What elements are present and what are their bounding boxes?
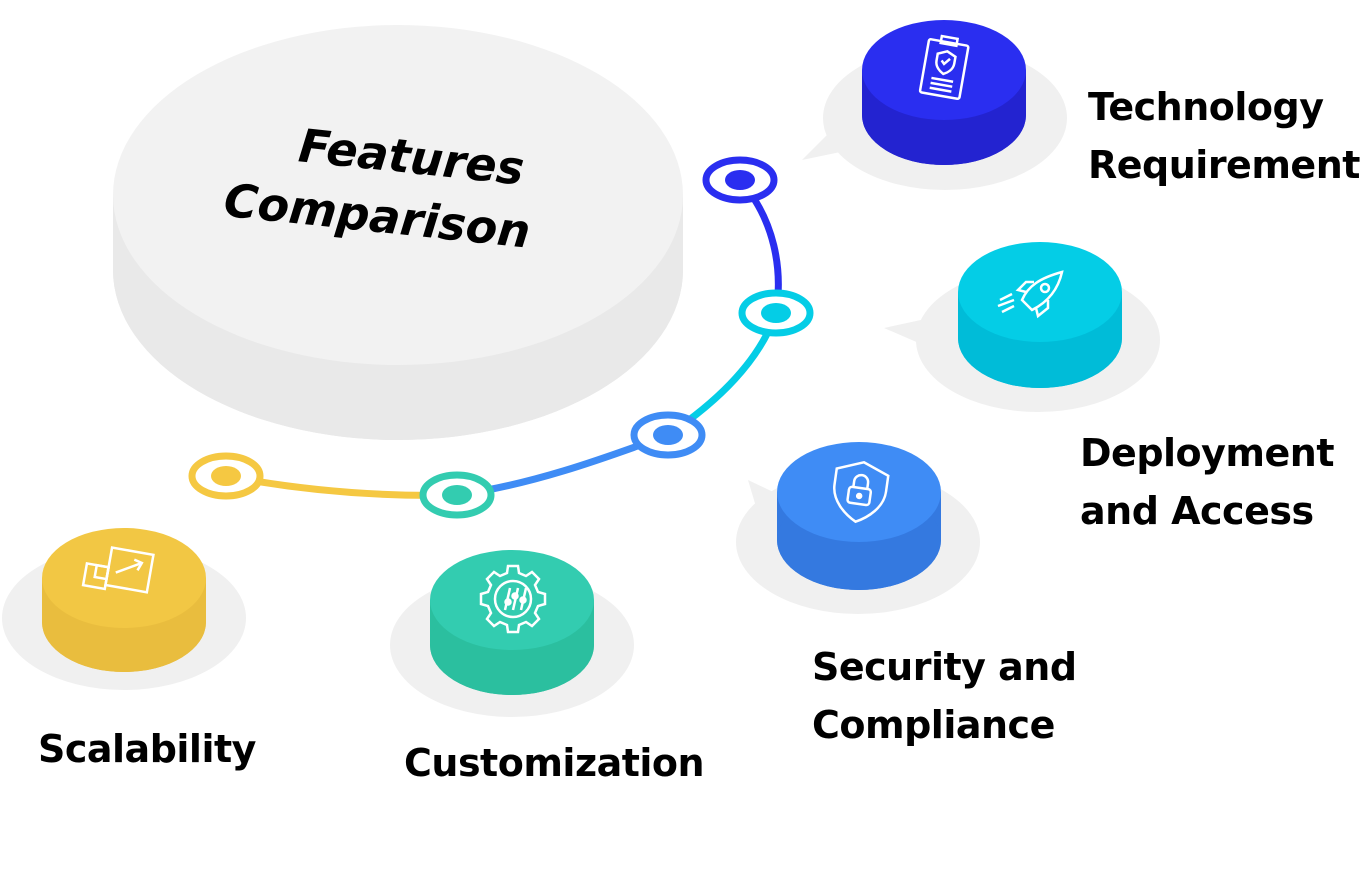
feature-scalability bbox=[2, 528, 246, 690]
label-line: Customization bbox=[404, 741, 705, 785]
label-line: Scalability bbox=[38, 727, 256, 771]
feature-deployment bbox=[884, 242, 1160, 412]
timeline-node-deployment bbox=[738, 289, 814, 337]
timeline-node-scalability bbox=[188, 452, 264, 500]
feature-customization bbox=[390, 550, 634, 717]
timeline-node-customization bbox=[419, 471, 495, 519]
timeline-node-security bbox=[630, 411, 706, 459]
clipboard-shield-icon bbox=[918, 34, 970, 101]
label-line: Compliance bbox=[812, 703, 1055, 747]
label-technology: Technology Requirements bbox=[1088, 78, 1360, 194]
timeline-node-technology bbox=[702, 156, 778, 204]
gear-sliders-icon bbox=[479, 564, 547, 634]
rocket-icon bbox=[997, 270, 1064, 319]
label-security: Security and Compliance bbox=[812, 638, 1077, 754]
resize-arrow-icon bbox=[81, 546, 155, 594]
label-line: Deployment bbox=[1080, 431, 1335, 475]
label-customization: Customization bbox=[404, 734, 705, 792]
label-deployment: Deployment and Access bbox=[1080, 424, 1335, 540]
label-line: Security and bbox=[812, 645, 1077, 689]
title-cylinder: Features Comparison bbox=[113, 25, 683, 440]
shield-lock-icon bbox=[833, 460, 890, 524]
feature-technology bbox=[802, 20, 1067, 190]
label-line: Technology bbox=[1088, 85, 1324, 129]
label-scalability: Scalability bbox=[38, 720, 256, 778]
label-line: and Access bbox=[1080, 489, 1314, 533]
label-line: Requirements bbox=[1088, 143, 1360, 187]
feature-security bbox=[736, 442, 980, 614]
